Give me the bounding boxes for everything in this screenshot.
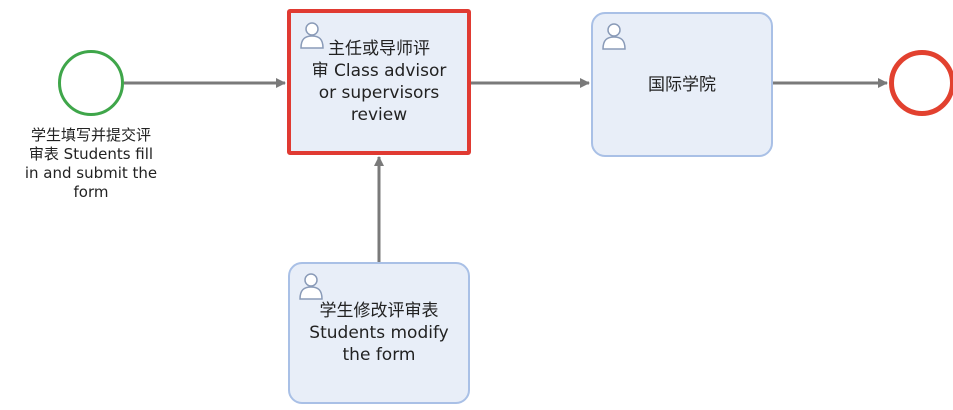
user-icon: [300, 22, 324, 49]
start-event[interactable]: [58, 50, 124, 116]
end-event[interactable]: [889, 50, 953, 116]
task-label: 主任或导师评 审 Class advisor or supervisors re…: [311, 39, 447, 125]
user-icon: [602, 23, 626, 50]
task-international-college[interactable]: 国际学院: [591, 12, 773, 157]
start-event-label: 学生填写并提交评 审表 Students fill in and submit …: [24, 126, 158, 201]
task-label: 学生修改评审表 Students modify the form: [309, 301, 449, 365]
task-students-modify-form[interactable]: 学生修改评审表 Students modify the form: [288, 262, 470, 404]
task-class-advisor-review[interactable]: 主任或导师评 审 Class advisor or supervisors re…: [287, 9, 471, 155]
user-icon: [299, 273, 323, 300]
task-label: 国际学院: [648, 74, 716, 95]
